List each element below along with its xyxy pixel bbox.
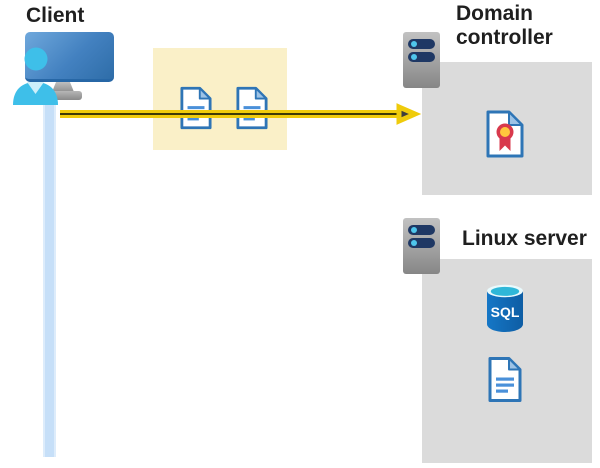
sql-database-icon: SQL: [487, 284, 523, 332]
domain-controller-title: Domain controller: [456, 2, 553, 49]
domain-controller-server-icon: [403, 32, 440, 88]
server-led: [411, 240, 417, 246]
auth-request-arrow-head: [396, 103, 422, 125]
client-connection-line: [43, 92, 56, 457]
spn-document-icon: [236, 86, 268, 130]
client-title: Client: [26, 4, 85, 27]
tgt-document-icon: [180, 86, 212, 130]
linux-server-title: Linux server: [462, 227, 587, 250]
auth-request-arrow-line: [60, 110, 398, 118]
server-led: [411, 54, 417, 60]
server-led: [411, 41, 417, 47]
person-icon: [13, 47, 58, 105]
server-slot: [408, 225, 435, 235]
server-slot: [408, 52, 435, 62]
monitor-stand-base: [44, 91, 82, 100]
monitor-stand-neck: [52, 80, 74, 92]
sql-icon-text: SQL: [491, 304, 520, 320]
keytab-document-icon: [488, 357, 522, 402]
server-slot: [408, 39, 435, 49]
certificate-icon: [486, 110, 524, 158]
linux-server-icon: [403, 218, 440, 274]
server-slot: [408, 238, 435, 248]
server-led: [411, 227, 417, 233]
